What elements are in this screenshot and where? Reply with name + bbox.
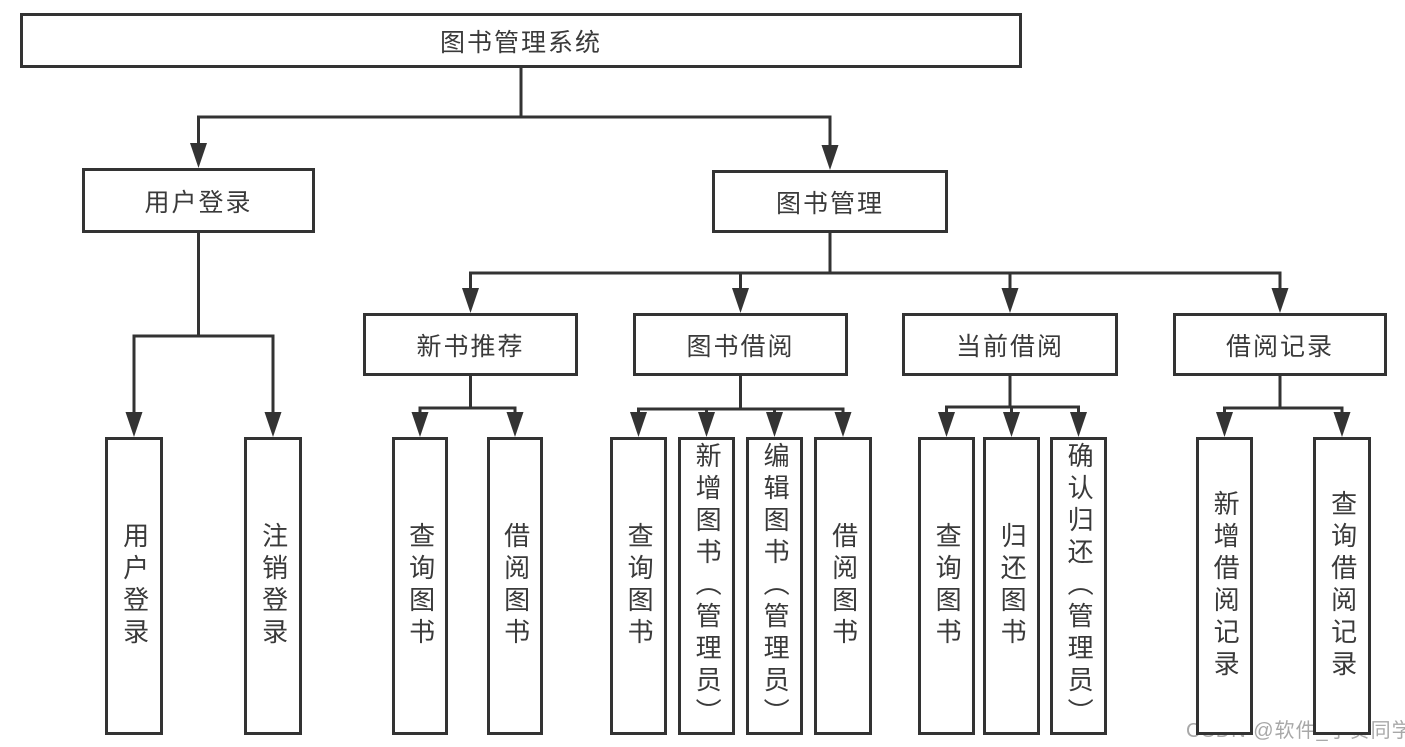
arrowhead [1333, 412, 1351, 437]
arrowhead [630, 412, 647, 437]
arrowhead [834, 412, 852, 437]
arrowhead [125, 412, 143, 437]
node-label: 查询借阅记录 [1327, 490, 1358, 682]
node-label: 编辑图书（管理员） [760, 442, 791, 730]
node-borrow-records: 借阅记录 [1173, 313, 1387, 376]
node-label: 确认归还（管理员） [1064, 442, 1095, 730]
node-leaf-bb-edit: 编辑图书（管理员） [746, 437, 803, 735]
node-leaf-bb-add: 新增图书（管理员） [678, 437, 735, 735]
arrowhead [1271, 288, 1289, 313]
arrowhead [264, 412, 282, 437]
node-user-login: 用户登录 [82, 168, 315, 233]
node-label: 注销登录 [258, 522, 289, 650]
node-leaf-nbr-borrow: 借阅图书 [487, 437, 543, 735]
node-leaf-cb-confirm: 确认归还（管理员） [1050, 437, 1107, 735]
arrowhead [732, 288, 749, 313]
node-label: 查询图书 [405, 522, 436, 650]
node-label: 借阅图书 [500, 522, 531, 650]
node-label: 图书借阅 [686, 332, 795, 361]
node-new-book-rec: 新书推荐 [363, 313, 578, 376]
node-leaf-cb-query: 查询图书 [918, 437, 975, 735]
arrowhead [698, 412, 715, 437]
arrowhead [1001, 288, 1019, 313]
node-label: 新书推荐 [416, 332, 525, 361]
node-label: 用户登录 [119, 522, 150, 650]
node-label: 当前借阅 [955, 332, 1064, 361]
node-label: 查询图书 [624, 522, 655, 650]
node-label: 借阅记录 [1225, 332, 1334, 361]
arrowhead [462, 288, 479, 313]
node-label: 用户登录 [144, 188, 253, 217]
node-leaf-bb-borrow: 借阅图书 [814, 437, 872, 735]
node-label: 归还图书 [997, 522, 1028, 650]
node-leaf-logout: 注销登录 [244, 437, 302, 735]
arrowhead [821, 145, 839, 170]
arrowhead [766, 412, 783, 437]
arrowhead [938, 412, 955, 437]
arrowhead [506, 412, 524, 437]
node-book-mgmt: 图书管理 [712, 170, 948, 233]
node-leaf-br-query: 查询借阅记录 [1313, 437, 1371, 735]
node-root: 图书管理系统 [20, 13, 1022, 68]
node-label: 图书管理系统 [439, 28, 602, 57]
arrowhead [1003, 412, 1020, 437]
node-label: 查询图书 [932, 522, 963, 650]
node-label: 借阅图书 [828, 522, 859, 650]
node-leaf-login: 用户登录 [105, 437, 163, 735]
node-leaf-bb-query: 查询图书 [610, 437, 667, 735]
node-current-borrow: 当前借阅 [902, 313, 1118, 376]
node-label: 图书管理 [775, 189, 884, 218]
node-label: 新增借阅记录 [1210, 490, 1241, 682]
arrowhead [190, 143, 207, 168]
node-leaf-nbr-query: 查询图书 [392, 437, 448, 735]
arrowhead [1070, 412, 1087, 437]
node-leaf-br-add: 新增借阅记录 [1196, 437, 1253, 735]
node-leaf-cb-return: 归还图书 [983, 437, 1040, 735]
node-book-borrow: 图书借阅 [633, 313, 848, 376]
node-label: 新增图书（管理员） [692, 442, 723, 730]
arrowhead [1216, 412, 1233, 437]
arrowhead [411, 412, 429, 437]
